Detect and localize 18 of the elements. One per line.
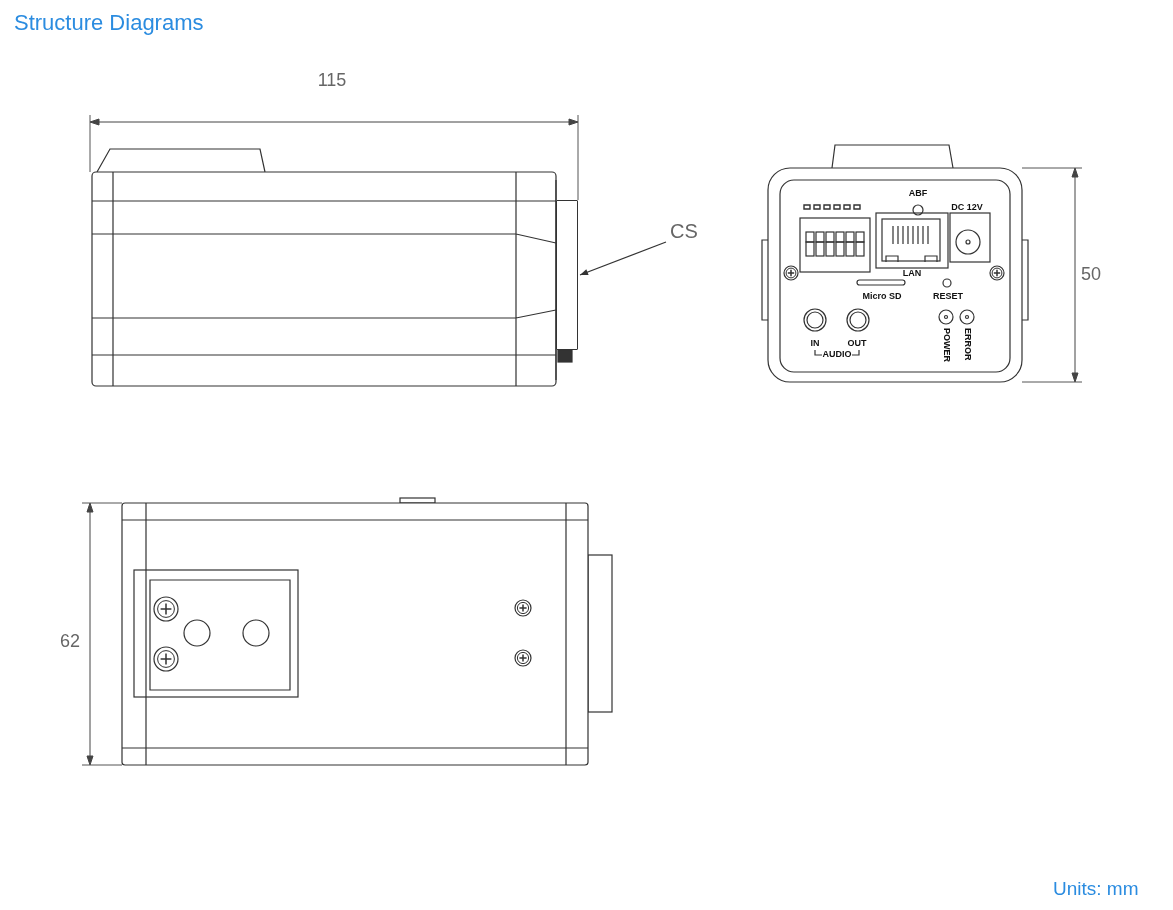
port-label: POWER xyxy=(941,328,951,362)
callout-label: CS xyxy=(670,220,698,242)
leader-line xyxy=(579,241,667,276)
port-label: Micro SD xyxy=(862,292,902,301)
port-label: OUT xyxy=(847,339,867,348)
dimension-label: 50 xyxy=(1081,265,1101,283)
title: Structure Diagrams xyxy=(14,10,204,36)
lens-mount xyxy=(556,200,578,350)
dimension-label: 62 xyxy=(60,632,80,650)
port-label: LAN xyxy=(902,269,922,278)
port-label: ERROR xyxy=(962,328,972,361)
units-note: Units: mm xyxy=(1053,879,1139,898)
port-label: IN xyxy=(810,339,820,348)
port-label: ABF xyxy=(908,189,928,198)
port-label: AUDIO xyxy=(822,350,852,359)
dimension-label: 115 xyxy=(317,71,347,89)
port-label: DC 12V xyxy=(951,203,983,212)
port-label: RESET xyxy=(933,292,963,301)
